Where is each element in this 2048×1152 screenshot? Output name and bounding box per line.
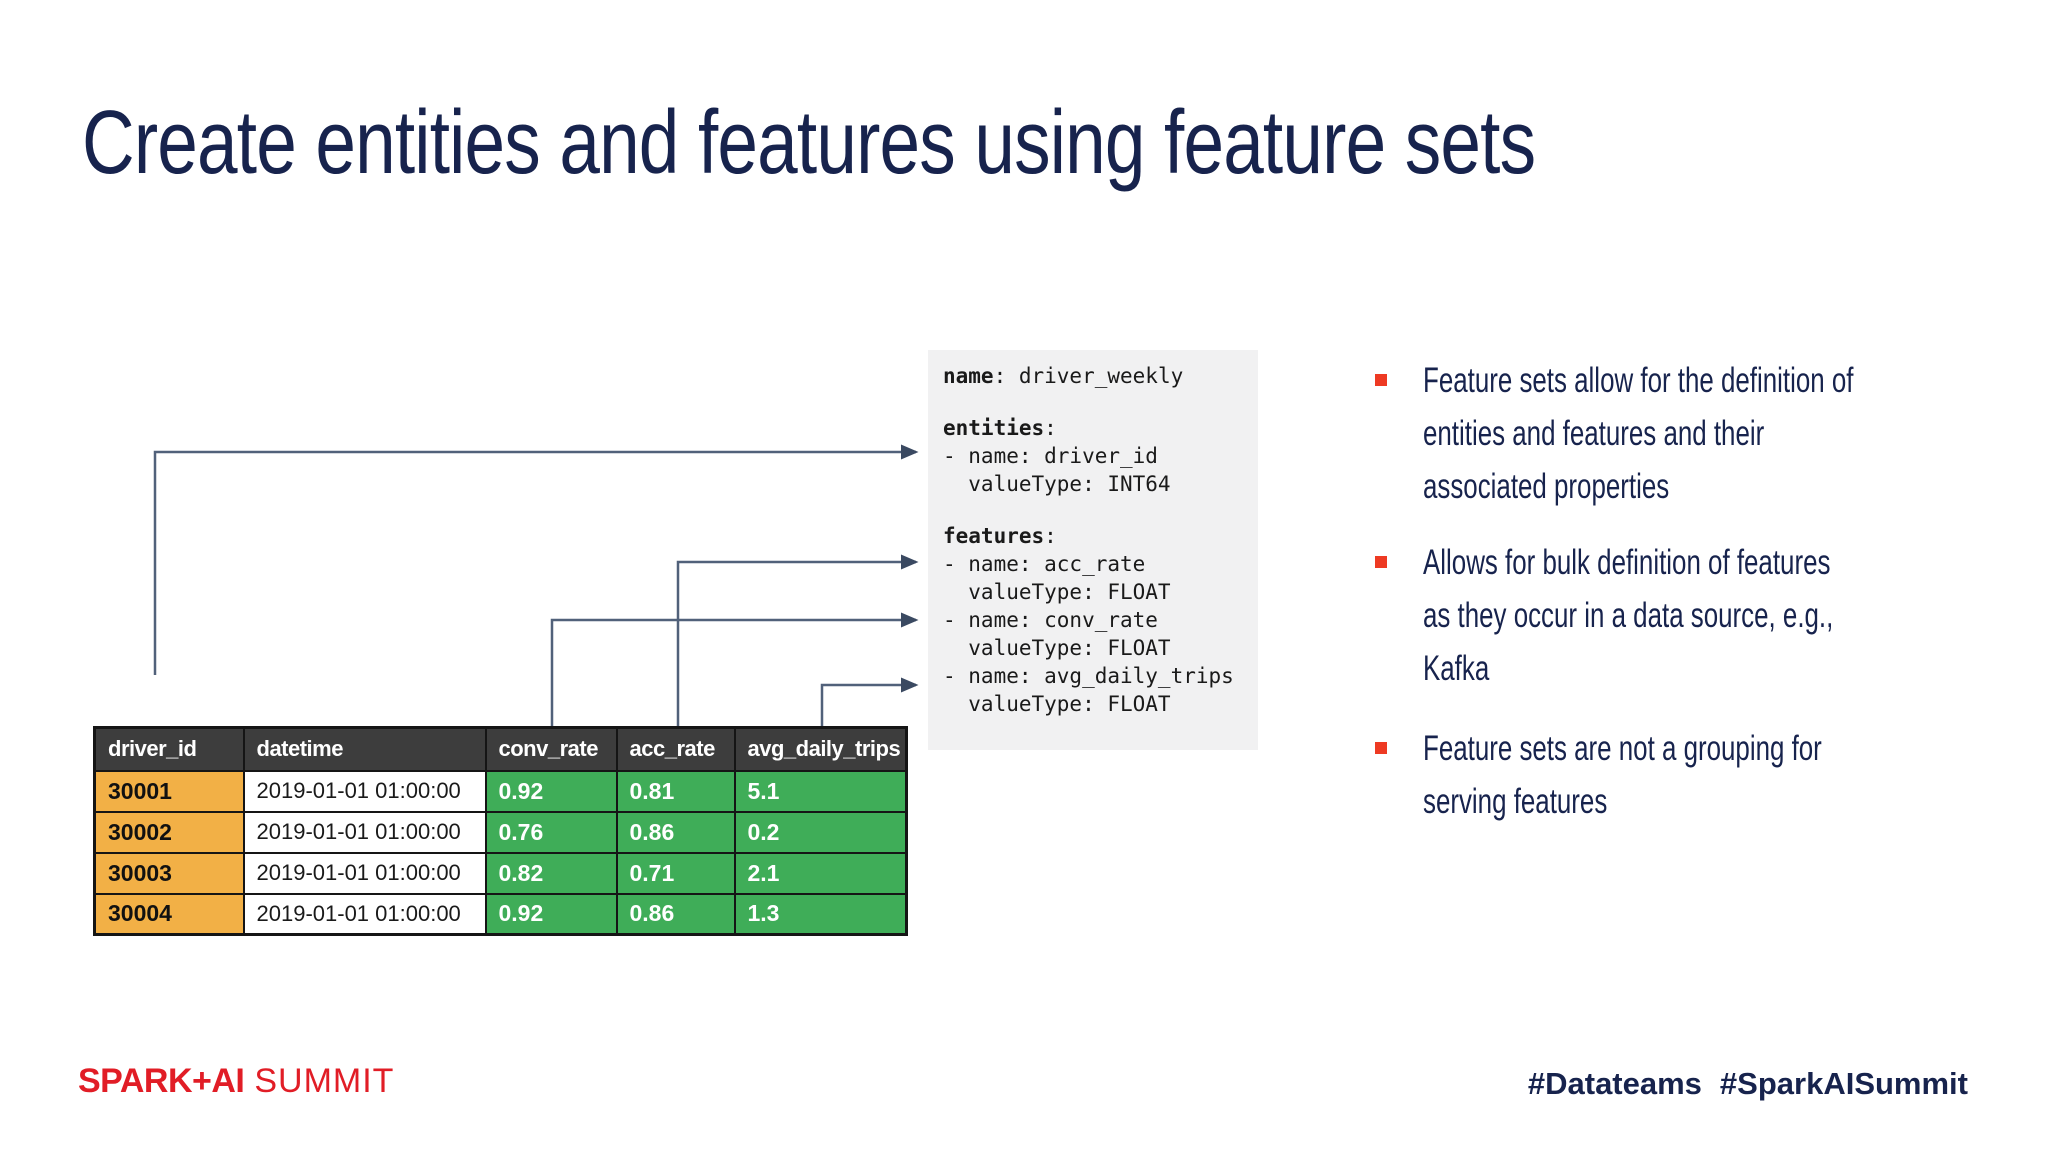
yaml-feature-acc-rate: - name: acc_rate bbox=[943, 552, 1146, 576]
table-row: 30001 2019-01-01 01:00:00 0.92 0.81 5.1 bbox=[93, 769, 908, 813]
hashtag-sparkaisummit: #SparkAISummit bbox=[1719, 1066, 1968, 1101]
column-header-conv-rate: conv_rate bbox=[484, 726, 618, 772]
yaml-feature-avg-valuetype: valueType: FLOAT bbox=[943, 692, 1171, 716]
yaml-name-line: name: driver_weekly bbox=[943, 364, 1184, 388]
yaml-features-line: features: bbox=[943, 524, 1057, 548]
cell-datetime: 2019-01-01 01:00:00 bbox=[242, 892, 487, 936]
yaml-feature-avg-trips: - name: avg_daily_trips bbox=[943, 664, 1234, 688]
yaml-entity-name: - name: driver_id bbox=[943, 444, 1158, 468]
table-row: 30002 2019-01-01 01:00:00 0.76 0.86 0.2 bbox=[93, 810, 908, 854]
yaml-entity-valuetype: valueType: INT64 bbox=[943, 472, 1171, 496]
bullet-line: as they occur in a data source, e.g., bbox=[1423, 596, 1834, 635]
yaml-entities-line: entities: bbox=[943, 416, 1057, 440]
cell-acc-rate: 0.86 bbox=[615, 810, 736, 854]
cell-acc-rate: 0.86 bbox=[615, 892, 736, 936]
yaml-feature-conv-valuetype: valueType: FLOAT bbox=[943, 636, 1171, 660]
cell-conv-rate: 0.76 bbox=[484, 810, 618, 854]
arrow-conv-rate bbox=[550, 612, 919, 727]
bullet-bulk-definition: Allows for bulk definition of features a… bbox=[1375, 536, 1935, 695]
event-hashtags: #Datateams #SparkAISummit bbox=[1528, 1066, 1968, 1102]
cell-avg-daily-trips: 2.1 bbox=[733, 851, 908, 895]
page-title: Create entities and features using featu… bbox=[82, 93, 1536, 193]
cell-conv-rate: 0.82 bbox=[484, 851, 618, 895]
arrow-acc-rate bbox=[676, 554, 919, 727]
column-header-acc-rate: acc_rate bbox=[615, 726, 736, 772]
bullet-feature-sets-definition: Feature sets allow for the definition of… bbox=[1375, 354, 1935, 513]
driver-features-table: driver_id datetime conv_rate acc_rate av… bbox=[93, 726, 908, 936]
cell-avg-daily-trips: 0.2 bbox=[733, 810, 908, 854]
cell-avg-daily-trips: 5.1 bbox=[733, 769, 908, 813]
logo-spark-ai: SPARK+AI bbox=[78, 1062, 245, 1100]
column-header-driver-id: driver_id bbox=[93, 726, 245, 772]
cell-datetime: 2019-01-01 01:00:00 bbox=[242, 810, 487, 854]
table-row: 30003 2019-01-01 01:00:00 0.82 0.71 2.1 bbox=[93, 851, 908, 895]
cell-acc-rate: 0.71 bbox=[615, 851, 736, 895]
yaml-feature-conv-rate: - name: conv_rate bbox=[943, 608, 1158, 632]
bullet-square-icon bbox=[1375, 374, 1387, 386]
hashtag-datateams: #Datateams bbox=[1527, 1066, 1702, 1101]
cell-acc-rate: 0.81 bbox=[615, 769, 736, 813]
bullet-line: Feature sets are not a grouping for bbox=[1423, 729, 1822, 768]
column-header-datetime: datetime bbox=[242, 726, 487, 772]
cell-driver-id: 30001 bbox=[93, 769, 245, 813]
yaml-spacer bbox=[943, 390, 1258, 414]
bullet-line: associated properties bbox=[1423, 467, 1670, 506]
table-row: 30004 2019-01-01 01:00:00 0.92 0.86 1.3 bbox=[93, 892, 908, 936]
cell-conv-rate: 0.92 bbox=[484, 769, 618, 813]
cell-driver-id: 30003 bbox=[93, 851, 245, 895]
bullet-square-icon bbox=[1375, 742, 1387, 754]
table-header-row: driver_id datetime conv_rate acc_rate av… bbox=[93, 726, 908, 772]
bullet-line: Kafka bbox=[1423, 649, 1490, 688]
bullet-line: serving features bbox=[1423, 782, 1608, 821]
feature-set-yaml-block: name: driver_weekly entities: - name: dr… bbox=[928, 350, 1258, 750]
cell-driver-id: 30004 bbox=[93, 892, 245, 936]
logo-summit: SUMMIT bbox=[254, 1062, 395, 1100]
cell-avg-daily-trips: 1.3 bbox=[733, 892, 908, 936]
column-header-avg-daily-trips: avg_daily_trips bbox=[733, 726, 908, 772]
bullet-line: Allows for bulk definition of features bbox=[1423, 543, 1831, 582]
arrow-driver-id bbox=[153, 444, 919, 675]
bullet-line: Feature sets allow for the definition of bbox=[1423, 361, 1854, 400]
cell-conv-rate: 0.92 bbox=[484, 892, 618, 936]
arrow-avg-daily-trips bbox=[820, 677, 919, 727]
bullet-square-icon bbox=[1375, 556, 1387, 568]
cell-driver-id: 30002 bbox=[93, 810, 245, 854]
yaml-spacer bbox=[943, 498, 1258, 522]
cell-datetime: 2019-01-01 01:00:00 bbox=[242, 851, 487, 895]
bullet-not-grouping: Feature sets are not a grouping for serv… bbox=[1375, 722, 1935, 828]
cell-datetime: 2019-01-01 01:00:00 bbox=[242, 769, 487, 813]
yaml-feature-acc-valuetype: valueType: FLOAT bbox=[943, 580, 1171, 604]
bullet-line: entities and features and their bbox=[1423, 414, 1765, 453]
